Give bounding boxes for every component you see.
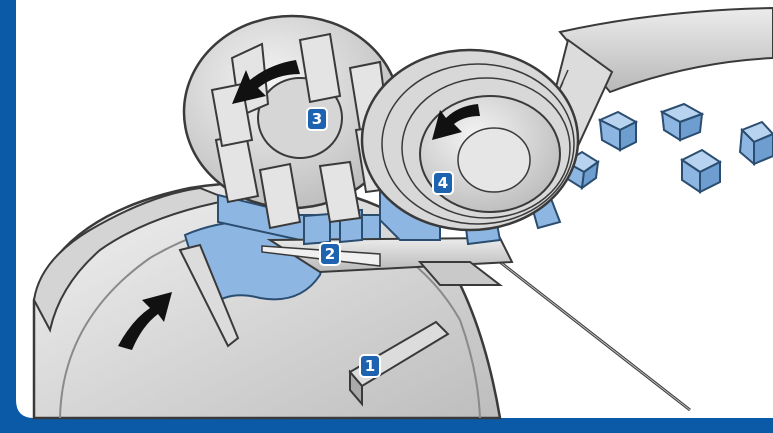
curved-rotation-arrow-icon bbox=[432, 104, 480, 140]
svg-text:4: 4 bbox=[438, 174, 448, 192]
callout-badge-4: 4 bbox=[432, 171, 454, 195]
push-arrow-icon bbox=[118, 292, 172, 350]
cube bbox=[680, 148, 722, 194]
curved-rotation-arrow-icon bbox=[232, 60, 300, 104]
svg-text:3: 3 bbox=[312, 110, 322, 128]
pin-wheel bbox=[182, 14, 402, 230]
svg-text:1: 1 bbox=[365, 357, 375, 375]
scraper-blade bbox=[178, 243, 240, 348]
ribbon-chute bbox=[558, 6, 773, 94]
callout-badge-3: 3 bbox=[306, 107, 328, 131]
cube bbox=[659, 102, 705, 142]
cube bbox=[738, 120, 773, 167]
falling-cubes bbox=[564, 102, 773, 194]
tray-support bbox=[417, 261, 503, 286]
svg-text:2: 2 bbox=[325, 245, 335, 263]
callout-badge-2: 2 bbox=[319, 242, 341, 266]
roller bbox=[360, 48, 580, 232]
cube bbox=[597, 110, 639, 152]
callout-badge-1: 1 bbox=[359, 354, 381, 378]
